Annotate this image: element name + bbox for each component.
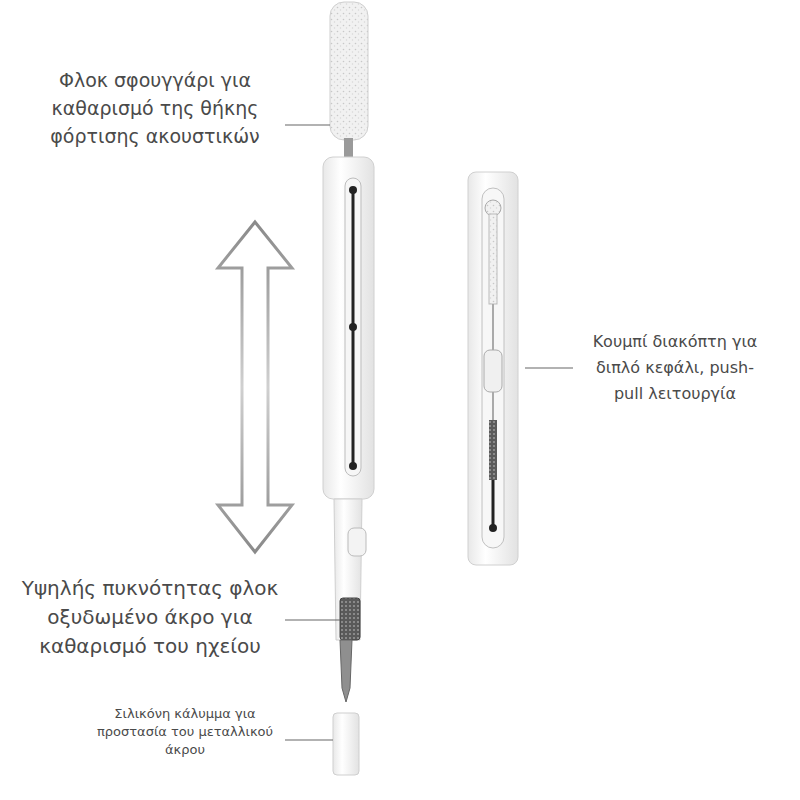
leader-line xyxy=(525,367,573,368)
pen-side-view xyxy=(468,172,518,565)
slot xyxy=(345,178,361,476)
leader-line xyxy=(285,124,330,125)
leader-line xyxy=(285,739,333,740)
pen-body xyxy=(323,157,374,499)
callout-label: Φλοκ σφουγγάρι για καθαρισμό της θήκης φ… xyxy=(20,66,290,150)
leader-line xyxy=(285,619,340,620)
flock-sponge xyxy=(330,2,368,140)
label-box: Υψηλής πυκνότητας φλοκ οξυδωμένο άκρο γι… xyxy=(13,574,288,661)
callout-label: Σιλικόνη κάλυμμα για προστασία του μεταλ… xyxy=(83,705,288,759)
metal-tip xyxy=(340,640,352,702)
brush xyxy=(340,598,360,640)
silicone-cap xyxy=(333,713,359,775)
callout-label: Υψηλής πυκνότητας φλοκ οξυδωμένο άκρο γι… xyxy=(13,574,288,661)
label-box: Σιλικόνη κάλυμμα για προστασία του μεταλ… xyxy=(83,705,288,759)
double-arrow xyxy=(218,222,292,552)
switch-knob xyxy=(348,528,366,556)
label-box: Φλοκ σφουγγάρι για καθαρισμό της θήκης φ… xyxy=(20,66,290,150)
label-box: Κουμπί διακόπτη για διπλό κεφάλι, push-p… xyxy=(583,329,768,407)
callout-label: Κουμπί διακόπτη για διπλό κεφάλι, push-p… xyxy=(583,329,768,407)
tool-shaft xyxy=(334,499,362,640)
